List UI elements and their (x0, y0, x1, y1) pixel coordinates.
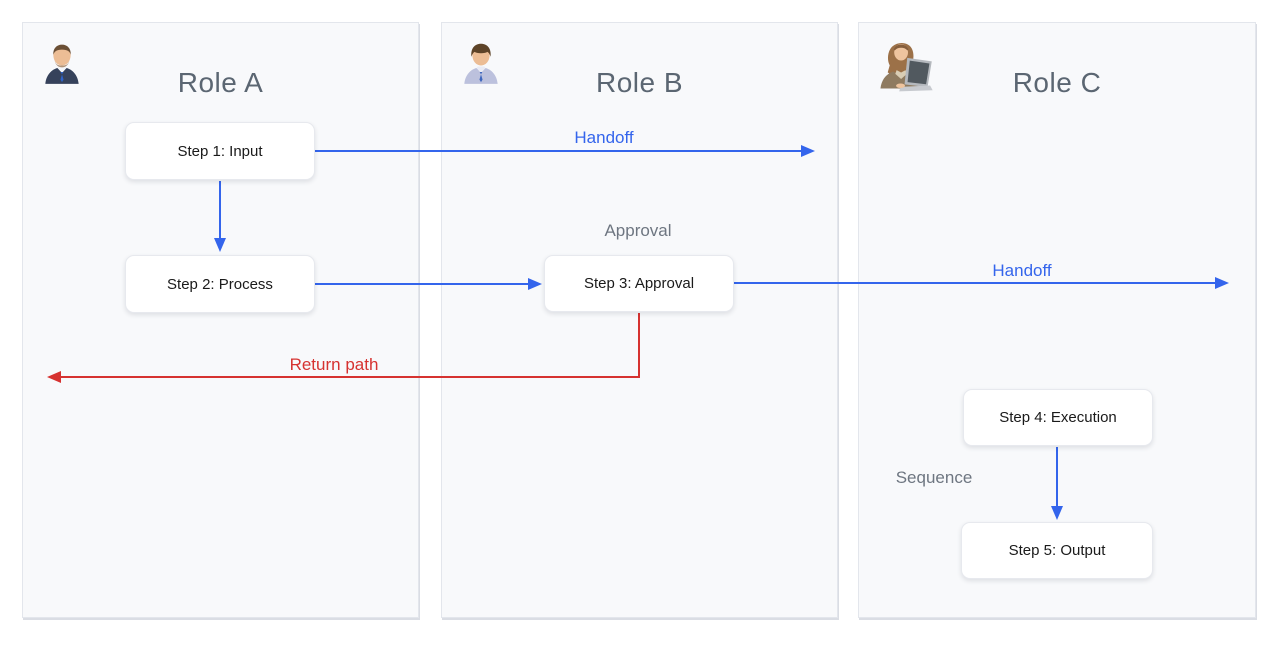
edge-label-approval: Approval (604, 221, 672, 240)
edge-label-return-path: Return path (289, 355, 379, 374)
step-node-2: Step 2: Process (125, 255, 315, 313)
step-node-3: Step 3: Approval (544, 255, 734, 312)
businessman-avatar-icon (45, 44, 79, 84)
edge-label-handoff-2: Handoff (992, 261, 1052, 280)
edge-label-handoff-1: Handoff (574, 128, 634, 147)
step-node-5: Step 5: Output (961, 522, 1153, 579)
step-node-1: Step 1: Input (125, 122, 315, 180)
woman-with-laptop-avatar-icon (880, 42, 933, 92)
edge-label-sequence: Sequence (895, 468, 973, 487)
lane-title: Role A (177, 67, 264, 98)
office-man-avatar-icon (464, 43, 498, 84)
lane-role-b: Role B (441, 22, 838, 618)
lane-role-a: Role A (22, 22, 419, 618)
lane-title: Role B (595, 67, 684, 98)
lane-title: Role C (1012, 67, 1102, 98)
step-node-4: Step 4: Execution (963, 389, 1153, 446)
